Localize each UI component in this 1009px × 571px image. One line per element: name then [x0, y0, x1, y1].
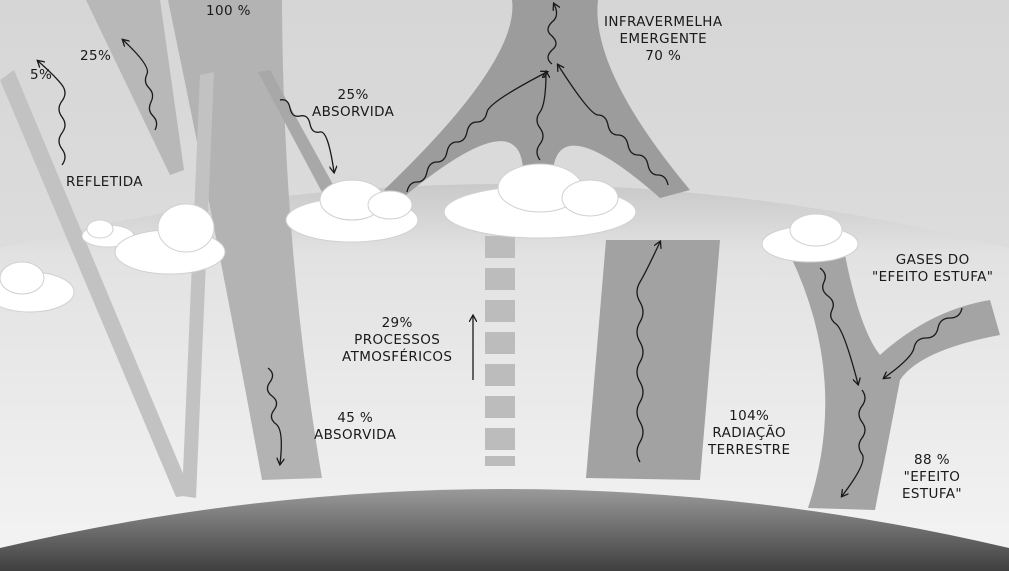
- incoming-value: 100 %: [206, 3, 251, 19]
- absorbed-surface-label: 45 % ABSORVIDA: [314, 410, 396, 444]
- reflected-surface-beam-inner: [182, 72, 214, 498]
- ir-left-arrow: [406, 72, 547, 193]
- greenhouse-right-arrow: [884, 307, 963, 378]
- terrestrial-radiation-label: 104% RADIAÇÃO TERRESTRE: [708, 408, 790, 459]
- earth-surface: [0, 489, 1009, 571]
- reflected-atmosphere-beam: [86, 0, 184, 175]
- outgoing-infrared-beam: [384, 0, 690, 200]
- greenhouse-gases-line2: "EFEITO ESTUFA": [872, 269, 994, 285]
- cloud-right: [761, 213, 859, 263]
- reflected-atmosphere-value: 25%: [80, 48, 112, 64]
- reflected-atmosphere-arrow: [123, 40, 158, 131]
- terrestrial-radiation-arrow: [636, 242, 660, 463]
- reflected-surface-beam: [0, 70, 192, 497]
- terrestrial-radiation-line2: TERRESTRE: [708, 442, 791, 458]
- reflected-caption: REFLETIDA: [66, 174, 143, 190]
- atmospheric-processes-line1: PROCESSOS: [354, 332, 441, 348]
- outgoing-ir-line1: INFRAVERMELHA: [604, 14, 723, 30]
- atmospheric-processes-line2: ATMOSFÉRICOS: [342, 349, 453, 365]
- greenhouse-effect-line2: ESTUFA": [902, 486, 962, 502]
- cloud-left: [114, 203, 226, 275]
- cloud-center: [443, 163, 637, 239]
- atmospheric-processes-column: [485, 236, 515, 466]
- terrestrial-radiation-value: 104%: [729, 408, 770, 424]
- outgoing-ir-line2: EMERGENTE: [619, 31, 708, 47]
- ir-center-arrow: [536, 72, 546, 161]
- cloud-far-left: [0, 261, 75, 313]
- terrestrial-radiation-line1: RADIAÇÃO: [712, 425, 787, 441]
- terrestrial-radiation-column: [586, 240, 720, 480]
- atmospheric-processes-value: 29%: [381, 315, 413, 331]
- absorbed-atmosphere-arrow: [279, 99, 334, 172]
- outgoing-ir-value: 70 %: [645, 48, 682, 64]
- reflected-surface-value: 5%: [30, 67, 53, 83]
- reflected-surface-arrow: [38, 61, 66, 166]
- greenhouse-effect-value: 88 %: [914, 452, 950, 468]
- absorbed-surface-value: 45 %: [337, 410, 374, 426]
- absorbed-atmosphere-caption: ABSORVIDA: [312, 104, 395, 120]
- ir-top-arrow: [547, 4, 557, 65]
- absorbed-atmosphere-value: 25%: [337, 87, 369, 103]
- outgoing-ir-label: INFRAVERMELHA EMERGENTE 70 %: [604, 14, 722, 65]
- absorbed-atmosphere-label: 25% ABSORVIDA: [312, 87, 394, 121]
- absorbed-atmosphere-beam: [258, 70, 336, 196]
- cloud-center-left: [285, 179, 419, 243]
- greenhouse-down-arrow: [842, 389, 866, 496]
- greenhouse-effect-line1: "EFEITO: [903, 469, 961, 485]
- greenhouse-left-arrow: [819, 267, 858, 384]
- greenhouse-effect-label: 88 % "EFEITO ESTUFA": [902, 452, 962, 503]
- clouds: [0, 163, 859, 313]
- atmospheric-processes-label: 29% PROCESSOS ATMOSFÉRICOS: [342, 315, 452, 366]
- greenhouse-gases-line1: GASES DO: [895, 252, 970, 268]
- greenhouse-gases-label: GASES DO "EFEITO ESTUFA": [872, 252, 993, 286]
- absorbed-surface-caption: ABSORVIDA: [314, 427, 397, 443]
- absorbed-surface-arrow: [266, 367, 281, 464]
- ir-right-arrow: [558, 65, 669, 186]
- radiation-arrows: [38, 4, 963, 496]
